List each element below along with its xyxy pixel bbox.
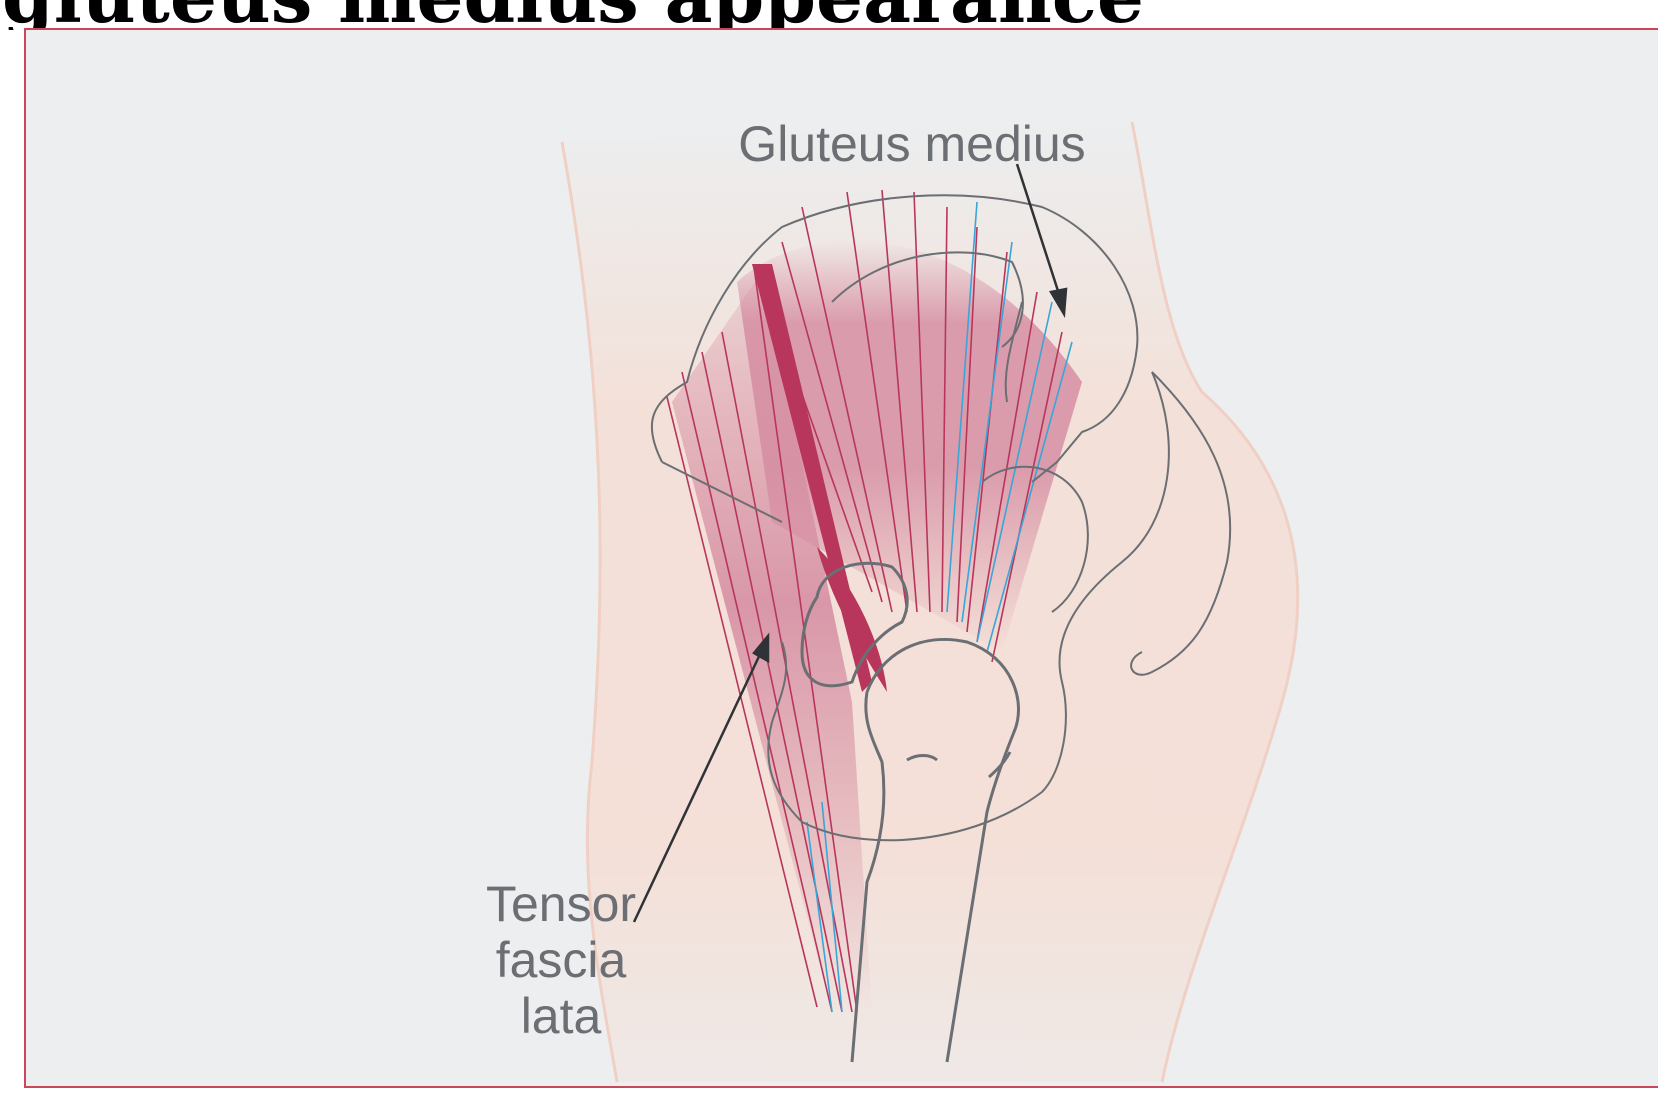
tensor-fascia-lata-label: Tensor fascia lata xyxy=(446,876,676,1044)
tfl-label-line-1: Tensor xyxy=(446,876,676,932)
gluteus-medius-label: Gluteus medius xyxy=(687,116,1137,172)
hip-anatomy-illustration xyxy=(24,28,1658,1088)
tfl-label-line-2: fascia xyxy=(446,932,676,988)
tfl-label-line-3: lata xyxy=(446,988,676,1044)
page-heading: gluteus medius appearance xyxy=(2,0,1144,30)
anatomy-figure: Gluteus medius Tensor fascia lata xyxy=(24,28,1658,1088)
